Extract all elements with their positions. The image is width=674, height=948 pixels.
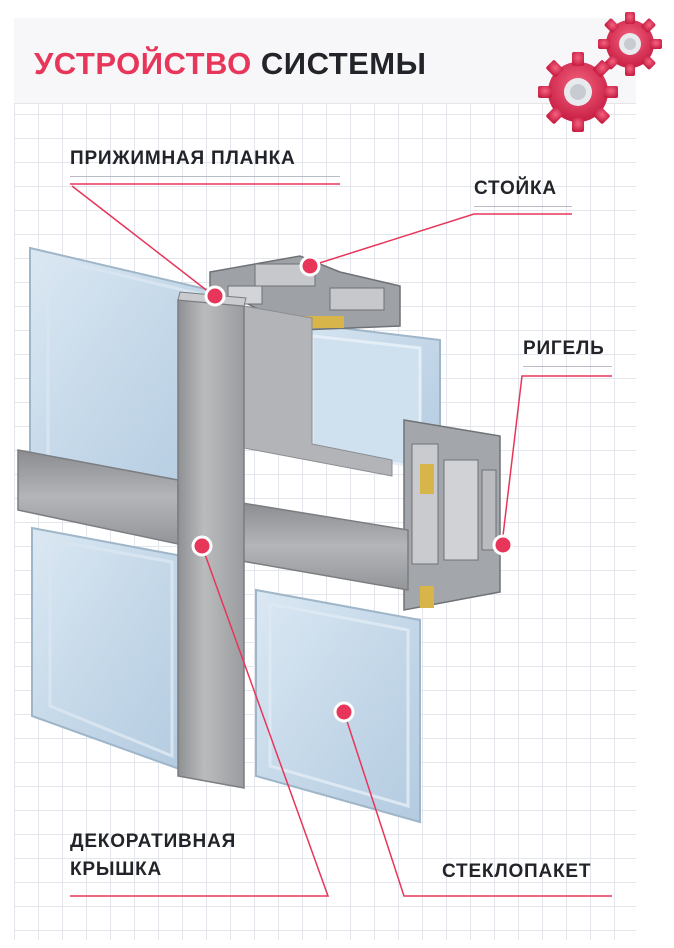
mullion-profile xyxy=(209,255,401,331)
title-panel xyxy=(14,18,636,104)
gears-icon xyxy=(538,12,662,132)
label-decorative-cap-line1: ДЕКОРАТИВНАЯ xyxy=(70,831,237,852)
marker-mullion xyxy=(299,255,321,277)
label-transom: РИГЕЛЬ xyxy=(523,338,605,359)
label-mullion: СТОЙКА xyxy=(474,178,557,199)
marker-pressure-plate xyxy=(204,285,226,307)
glass-pane-lower-left xyxy=(31,526,183,772)
page-title: УСТРОЙСТВО СИСТЕМЫ xyxy=(34,46,426,82)
label-decorative-cap-line2: КРЫШКА xyxy=(70,859,163,880)
underline-transom xyxy=(523,366,612,367)
leader-lines xyxy=(70,183,612,897)
label-pressure-plate: ПРИЖИМНАЯ ПЛАНКА xyxy=(70,148,296,169)
title-rest: СИСТЕМЫ xyxy=(260,46,427,81)
label-glass-unit: СТЕКЛОПАКЕТ xyxy=(442,861,592,882)
title-accent: УСТРОЙСТВО xyxy=(34,46,252,81)
transom-profile xyxy=(403,419,501,611)
underline-mullion xyxy=(474,206,572,207)
marker-decorative-cap xyxy=(191,535,213,557)
transom-cover xyxy=(17,449,409,591)
mullion-cover xyxy=(177,291,247,789)
marker-transom xyxy=(492,534,514,556)
underline-pressure-plate xyxy=(70,176,340,177)
marker-glass-unit xyxy=(333,701,355,723)
grid-background xyxy=(14,18,636,940)
